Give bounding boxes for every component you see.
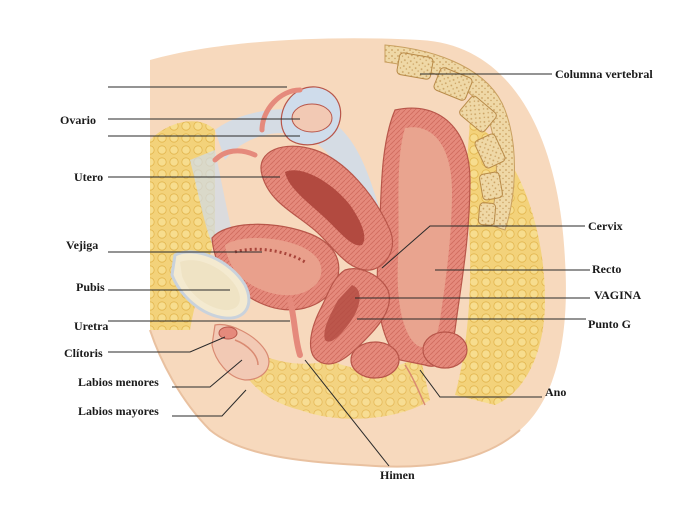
- perineal-fat: [230, 330, 430, 419]
- label-ano: Ano: [545, 385, 566, 399]
- leader-lines: [108, 73, 590, 467]
- pubic-bone: [170, 250, 251, 320]
- label-pubis: Pubis: [76, 280, 105, 294]
- vulva: [211, 323, 270, 381]
- vertebral-column: [384, 44, 515, 231]
- label-clitoris: Clítoris: [64, 346, 103, 360]
- label-ovario: Ovario: [60, 113, 96, 127]
- label-recto: Recto: [592, 262, 621, 276]
- label-punto-g: Punto G: [588, 317, 631, 331]
- anal-sphincter: [350, 331, 468, 406]
- label-vejiga: Vejiga: [66, 238, 98, 252]
- label-uretra: Uretra: [74, 319, 108, 333]
- label-utero: Utero: [74, 170, 103, 184]
- urethra: [287, 297, 303, 358]
- label-himen: Himen: [380, 468, 415, 482]
- vagina: [309, 268, 390, 365]
- label-labios-mayores: Labios mayores: [78, 404, 159, 418]
- ovary-tube: [212, 86, 342, 163]
- label-columna-vertebral: Columna vertebral: [555, 67, 653, 81]
- label-vagina: VAGINA: [594, 288, 641, 302]
- uterus: [260, 145, 393, 271]
- posterior-fat: [455, 120, 545, 405]
- label-cervix: Cervix: [588, 219, 623, 233]
- label-labios-menores: Labios menores: [78, 375, 159, 389]
- rectum: [376, 107, 471, 367]
